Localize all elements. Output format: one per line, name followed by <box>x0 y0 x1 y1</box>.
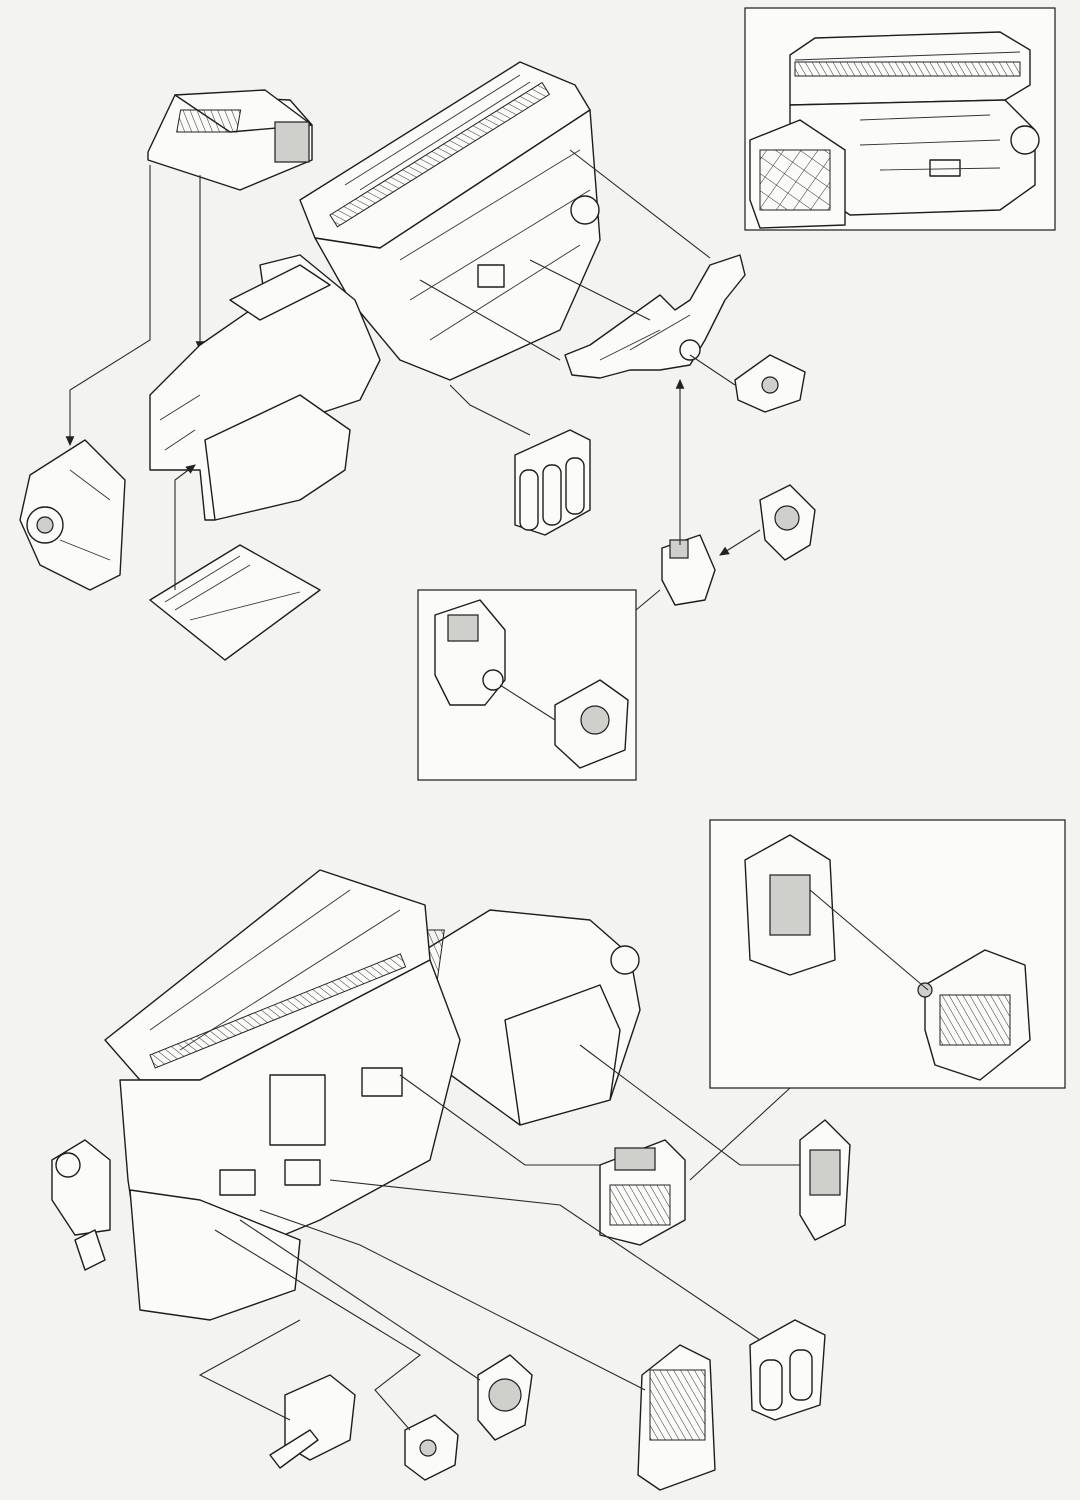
filter-bottom-icon <box>749 1319 826 1421</box>
inset-pump-detail <box>417 589 637 781</box>
oil-filter-icon <box>637 1344 716 1491</box>
inset-valve-detail <box>709 819 1066 1089</box>
bracket-bottom-icon <box>269 1374 356 1469</box>
alternator-icon <box>477 1354 533 1441</box>
filter-icon <box>514 429 591 536</box>
inset-engine-view <box>744 7 1056 231</box>
engine-assembly-bottom-icon <box>51 869 641 1321</box>
ecu-module-icon <box>147 89 313 191</box>
flywheel-housing-icon <box>19 439 126 591</box>
sensor-bottom-icon <box>799 1119 851 1241</box>
bracket-icon <box>734 354 806 413</box>
oil-pan-icon <box>149 544 321 661</box>
pump-icon <box>661 534 716 606</box>
sensor-small-icon <box>404 1414 459 1481</box>
engine-assembly-icon <box>149 61 601 521</box>
pump-bottom-icon <box>599 1139 686 1246</box>
sensor-icon <box>759 484 816 561</box>
exhaust-manifold-icon <box>564 254 746 379</box>
